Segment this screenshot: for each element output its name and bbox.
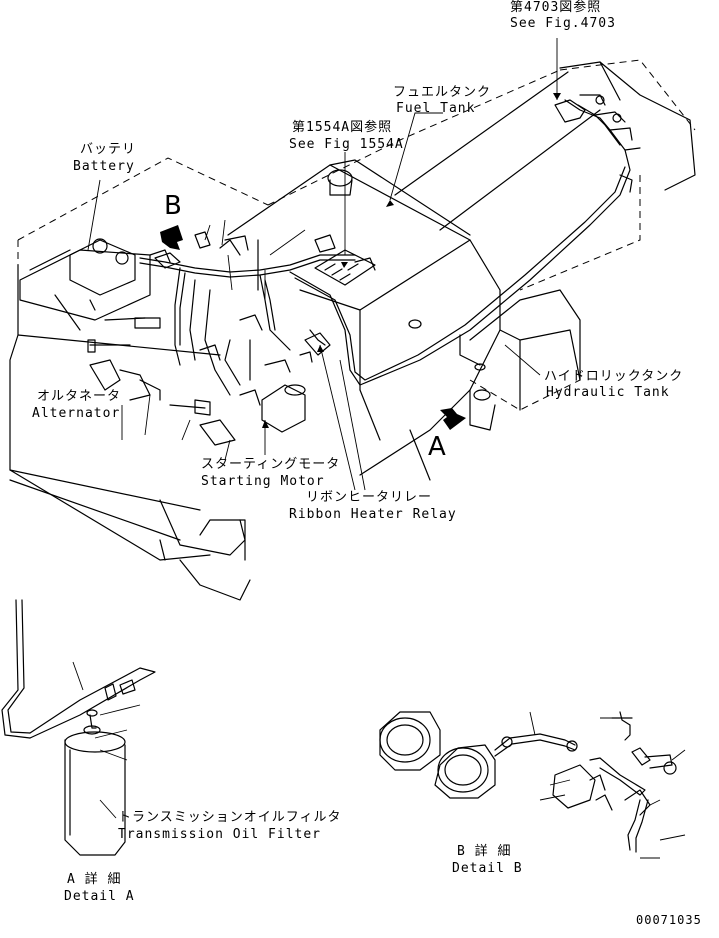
label-detail-a-en: Detail A [64,889,135,904]
label-ref1554a-en: See Fig 1554A [289,137,404,152]
label-alternator-en: Alternator [32,406,121,421]
label-fuel-tank-en: Fuel Tank [396,101,476,116]
starting-motor-body [239,359,306,433]
label-hydraulic-tank-jp: ハイドロリックタンク [544,369,684,384]
rear-harness-connectors [554,94,641,193]
view-marker-a: A [428,432,446,462]
hydraulic-tank-body [469,329,581,431]
drawing-number: 00071035 [636,913,702,927]
label-detail-b-en: Detail B [452,861,523,876]
label-starting-motor-en: Starting Motor [201,474,325,489]
misc-brackets [199,239,263,446]
frame-rails [394,61,696,381]
wiring-harness [139,99,631,396]
label-ref4703-en: See Fig.4703 [510,16,616,31]
label-trans-oil-filter-jp: トランスミッションオイルフィルタ [118,810,342,825]
battery-connectors [149,231,249,269]
relay-connector-cluster [314,234,376,286]
label-trans-oil-filter-en: Transmission Oil Filter [118,827,322,842]
label-ribbon-heater-relay-en: Ribbon Heater Relay [289,507,457,522]
label-ref1554a-jp: 第1554A図参照 [292,120,393,135]
leader-lines [87,38,558,491]
view-arrows [160,93,561,430]
label-fuel-tank-jp: フュエルタンク [393,85,492,100]
label-ref4703-jp: 第4703図参照 [510,0,602,15]
label-detail-b-jp: B 詳 細 [457,844,512,859]
chassis-outline [17,59,696,411]
fuel-tank-body [227,159,501,481]
detail-b-drawing [379,711,686,859]
label-alternator-jp: オルタネータ [37,389,122,404]
label-hydraulic-tank-en: Hydraulic Tank [546,385,670,400]
detail-a-drawing [1,599,156,856]
view-marker-b: B [164,191,182,221]
label-ribbon-heater-relay-jp: リボンヒータリレー [306,490,433,505]
label-battery-en: Battery [73,159,135,174]
battery-box [69,238,136,311]
alternator-body [87,317,211,416]
label-detail-a-jp: A 詳 細 [67,872,122,887]
engine-block [9,249,251,601]
label-battery-jp: バッテリ [80,142,137,157]
label-starting-motor-jp: スターティングモータ [201,457,341,472]
ribbon-heater-relay-body [299,332,331,363]
